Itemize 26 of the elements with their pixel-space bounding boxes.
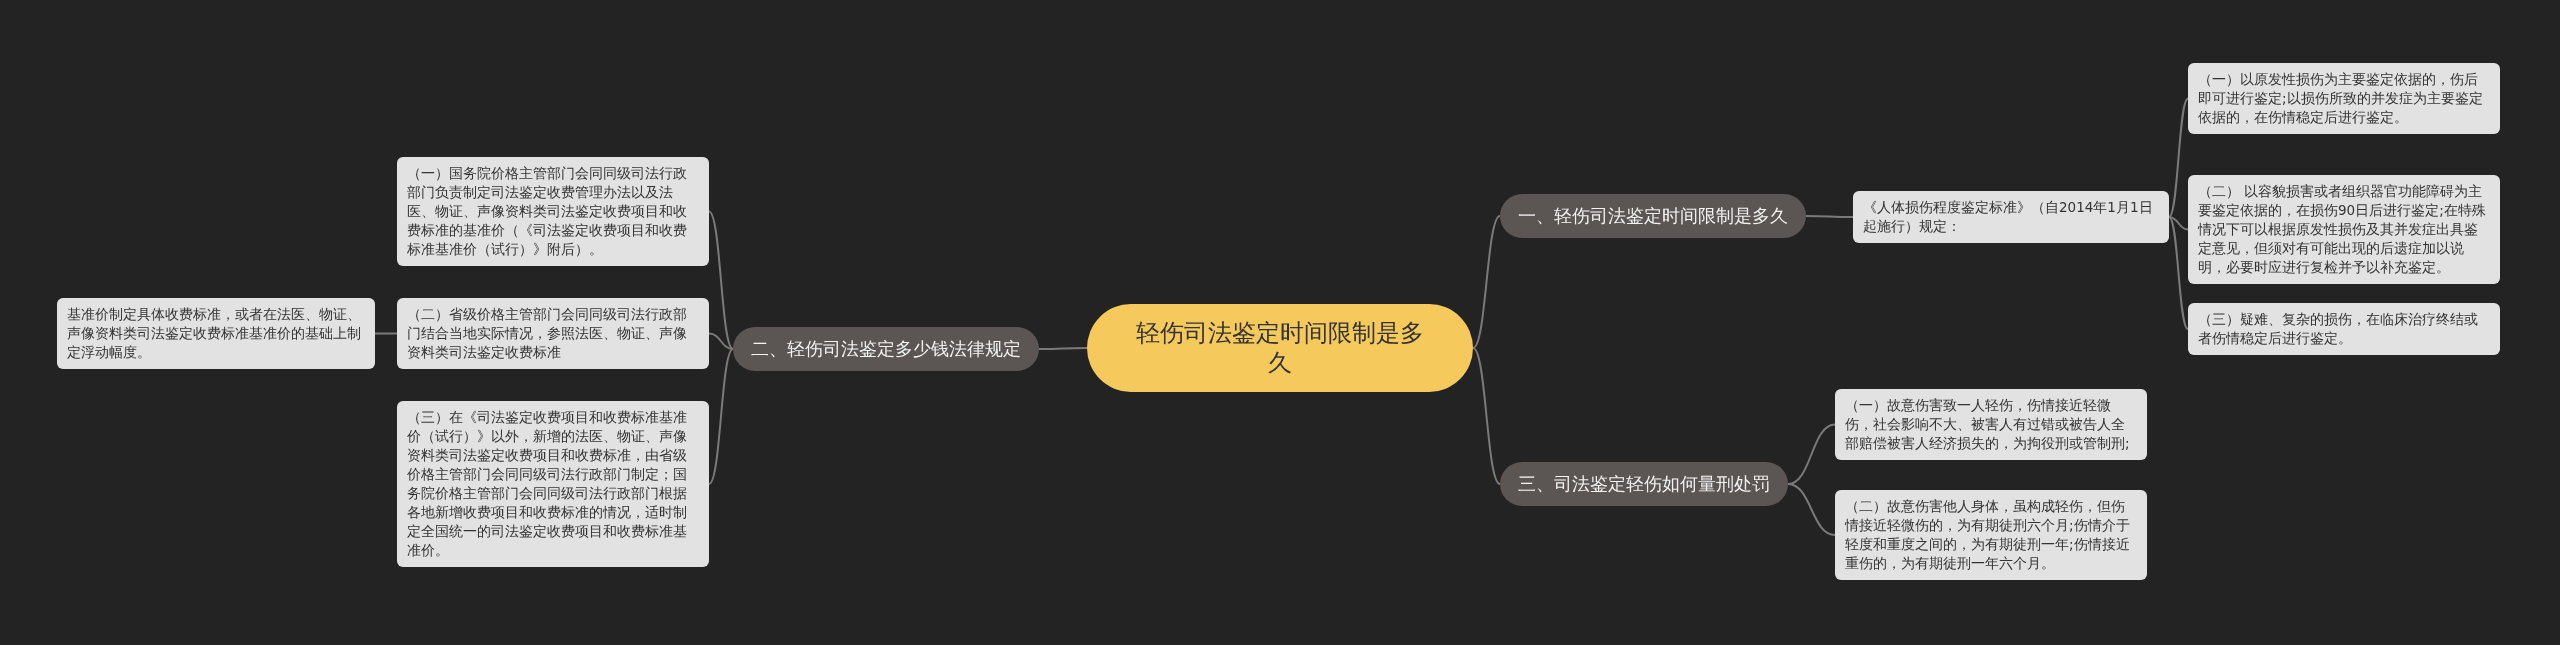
note-card: （一）故意伤害致一人轻伤，伤情接近轻微伤，社会影响不大、被害人有过错或被告人全部赔偿被害人经济损失的，为拘役刑或管制刑; — [1835, 388, 2147, 460]
connector-line — [1472, 215, 1501, 349]
connector-line — [2168, 216, 2189, 231]
central-topic: 轻伤司法鉴定时间限制是多久 — [1087, 304, 1473, 392]
note-card: （二）省级价格主管部门会同同级司法行政部门结合当地实际情况，参照法医、物证、声像资料类司法鉴定收费标准 — [397, 297, 709, 369]
connector-line — [1472, 347, 1501, 485]
connector-line — [708, 210, 734, 350]
connector-line — [708, 348, 734, 485]
note-card: 《人体损伤程度鉴定标准》（自2014年1月1日起施行）规定： — [1853, 191, 2169, 243]
note-card: 基准价制定具体收费标准，或者在法医、物证、声像资料类司法鉴定收费标准基准价的基础上制定浮动幅度。 — [57, 297, 375, 369]
connector-line — [374, 332, 398, 335]
connector-line — [1038, 347, 1088, 350]
topic-pill: 三、司法鉴定轻伤如何量刑处罚 — [1500, 462, 1788, 506]
connector-line — [2168, 97, 2189, 218]
connector-line — [708, 332, 734, 350]
note-card: （一）以原发性损伤为主要鉴定依据的，伤后即可进行鉴定;以损伤所致的并发症为主要鉴定依据的，在伤情稳定后进行鉴定。 — [2188, 62, 2500, 134]
note-card: （三）疑难、复杂的损伤，在临床治疗终结或者伤情稳定后进行鉴定。 — [2188, 303, 2500, 355]
note-card: （二） 以容貌损害或者组织器官功能障碍为主要鉴定依据的，在损伤90日后进行鉴定;在特殊情况下可以根据原发性损伤及其并发症出具鉴定意见，但须对有可能出现的后遗症加以说明，必要时应进行复检并予以补充鉴定。 — [2188, 174, 2500, 284]
connector-line — [1805, 215, 1854, 218]
note-card: （一）国务院价格主管部门会同同级司法行政部门负责制定司法鉴定收费管理办法以及法医、物证、声像资料类司法鉴定收费项目和收费标准的基准价（《司法鉴定收费项目和收费标准基准价（试行）》附后）。 — [397, 156, 709, 266]
topic-pill: 一、轻伤司法鉴定时间限制是多久 — [1500, 194, 1806, 238]
connector-line — [1787, 483, 1836, 536]
topic-pill: 二、轻伤司法鉴定多少钱法律规定 — [733, 327, 1039, 371]
note-card: （三）在《司法鉴定收费项目和收费标准基准价（试行）》以外，新增的法医、物证、声像资料类司法鉴定收费项目和收费标准，由省级价格主管部门会同同级司法行政部门制定；国务院价格主管部门会同同级司法行政部门根据各地新增收费项目和收费标准的情况，适时制定全国统一的司法鉴定收费项目和收费标准基准价。 — [397, 401, 709, 567]
note-card: （二）故意伤害他人身体，虽构成轻伤，但伤情接近轻微伤的，为有期徒刑六个月;伤情介于轻度和重度之间的，为有期徒刑一年;伤情接近重伤的，为有期徒刑一年六个月。 — [1835, 490, 2147, 580]
connector-line — [2168, 216, 2189, 330]
